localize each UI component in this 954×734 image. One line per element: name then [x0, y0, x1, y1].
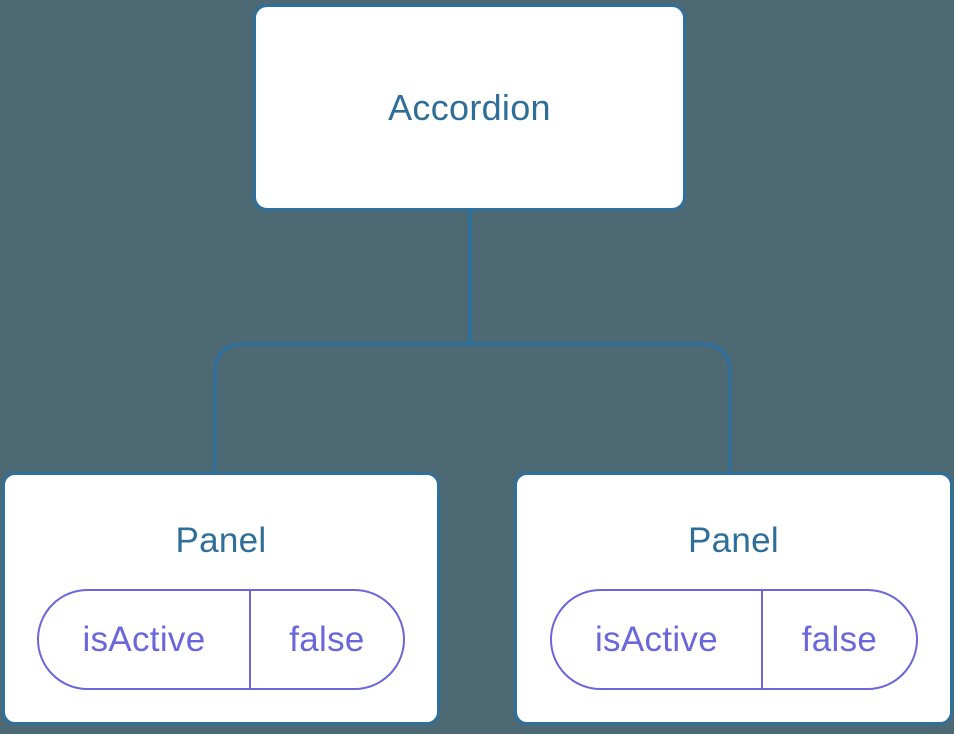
tree-node-accordion: Accordion: [253, 4, 686, 211]
node-label: Panel: [687, 521, 780, 560]
prop-pill: isActive false: [549, 589, 918, 690]
node-label: Panel: [175, 521, 267, 560]
tree-node-panel-right: Panel isActive false: [514, 472, 953, 725]
prop-value: false: [761, 591, 915, 688]
prop-value: false: [248, 591, 403, 688]
prop-name: isActive: [82, 619, 206, 659]
tree-node-panel-left: Panel isActive false: [2, 472, 440, 725]
prop-name: isActive: [594, 619, 718, 659]
prop-pill: isActive false: [37, 589, 405, 690]
edge-branch-bracket: [213, 342, 732, 472]
node-label: Accordion: [388, 86, 551, 128]
